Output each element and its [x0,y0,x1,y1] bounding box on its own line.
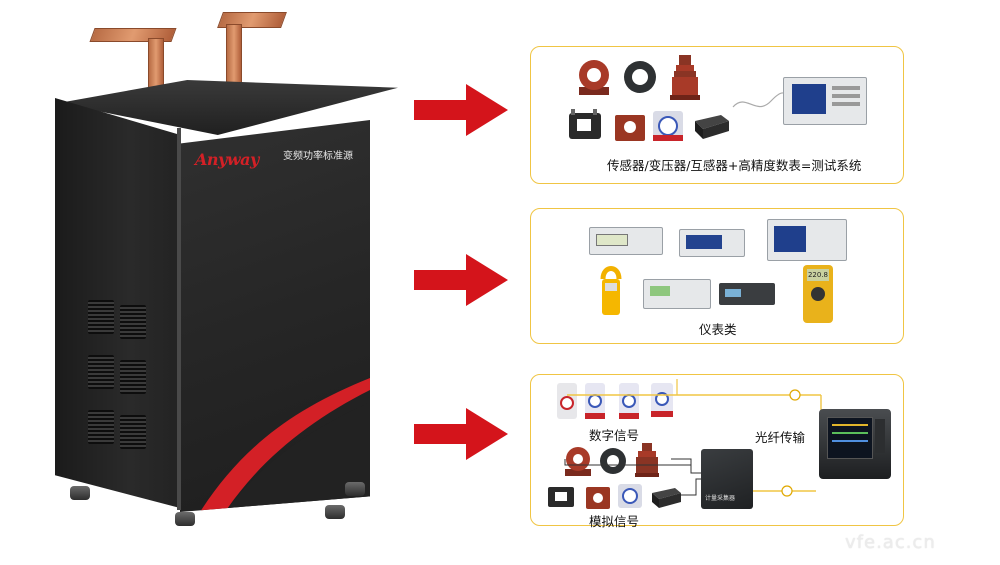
power-meter-device [679,229,745,257]
cabinet-label: 变频功率标准源 [283,151,353,162]
digital-sensor-icon [651,383,673,417]
caster-foot [345,482,365,496]
caster-foot [325,505,345,519]
vent-grille [120,415,146,449]
analog-signal-label: 模拟信号 [589,514,640,529]
panel-test-system: 传感器/变压器/互感器+高精度数表=测试系统 [530,46,904,184]
cabinet-edge [177,128,181,510]
digital-sensor-icon [557,383,577,419]
hall-sensor-icon [653,111,683,141]
right-arrow-icon [414,408,508,460]
vent-grille [120,360,146,394]
signal-converter-device: 计量采集器 [701,449,753,509]
vent-grille [88,300,114,334]
digital-sensor-icon [619,383,639,419]
cast-transformer-icon [586,487,610,509]
cabinet-front [180,120,370,512]
connection-lines [564,379,822,497]
right-arrow-icon [414,254,508,306]
data-recorder-device [819,409,891,479]
cast-transformer-icon [615,115,645,141]
precision-source-device [719,283,775,305]
vent-grille [88,410,114,444]
watermark-text: vfe.ac.cn [845,532,936,553]
benchtop-multimeter-device [589,227,663,255]
vent-grille [88,355,114,389]
current-transformer-icon [579,60,609,95]
brand-logo: Anyway [195,150,259,169]
vent-grille [120,305,146,339]
clamp-sensor-icon [569,109,601,139]
ring-sensor-icon [624,61,656,93]
red-swoosh-graphic [200,378,370,512]
digital-multimeter-device: 220.8 [803,265,833,323]
clamp-meter-icon [600,266,622,315]
right-arrow-icon [414,84,508,136]
cable-line [732,92,790,108]
clamp-sensor-icon [548,487,574,507]
fiber-transmission-label: 光纤传输 [755,430,806,445]
cabinet-side [55,98,180,508]
voltage-transformer-icon [670,55,700,100]
converter-label: 计量采集器 [705,495,736,502]
digital-sensor-icon [585,383,605,419]
power-analyzer-device [783,77,867,125]
meter-display: 220.8 [807,269,829,281]
panel1-caption: 传感器/变压器/互感器+高精度数表=测试系统 [607,158,862,173]
panel-signal-transmission: 数字信号 模拟信号 计量采集器 光纤传输 [530,374,904,529]
caster-foot [70,486,90,500]
calibrator-device [643,279,711,309]
hall-sensor-icon [618,484,642,508]
ring-sensor-icon [600,448,626,474]
power-analyzer-device [767,219,847,261]
caster-foot [175,512,195,526]
panel2-caption: 仪表类 [699,322,737,337]
power-module-icon [695,115,729,139]
digital-signal-label: 数字信号 [589,428,640,443]
power-module-icon [652,488,681,508]
panel-instruments: 220.8 仪表类 [530,208,904,344]
